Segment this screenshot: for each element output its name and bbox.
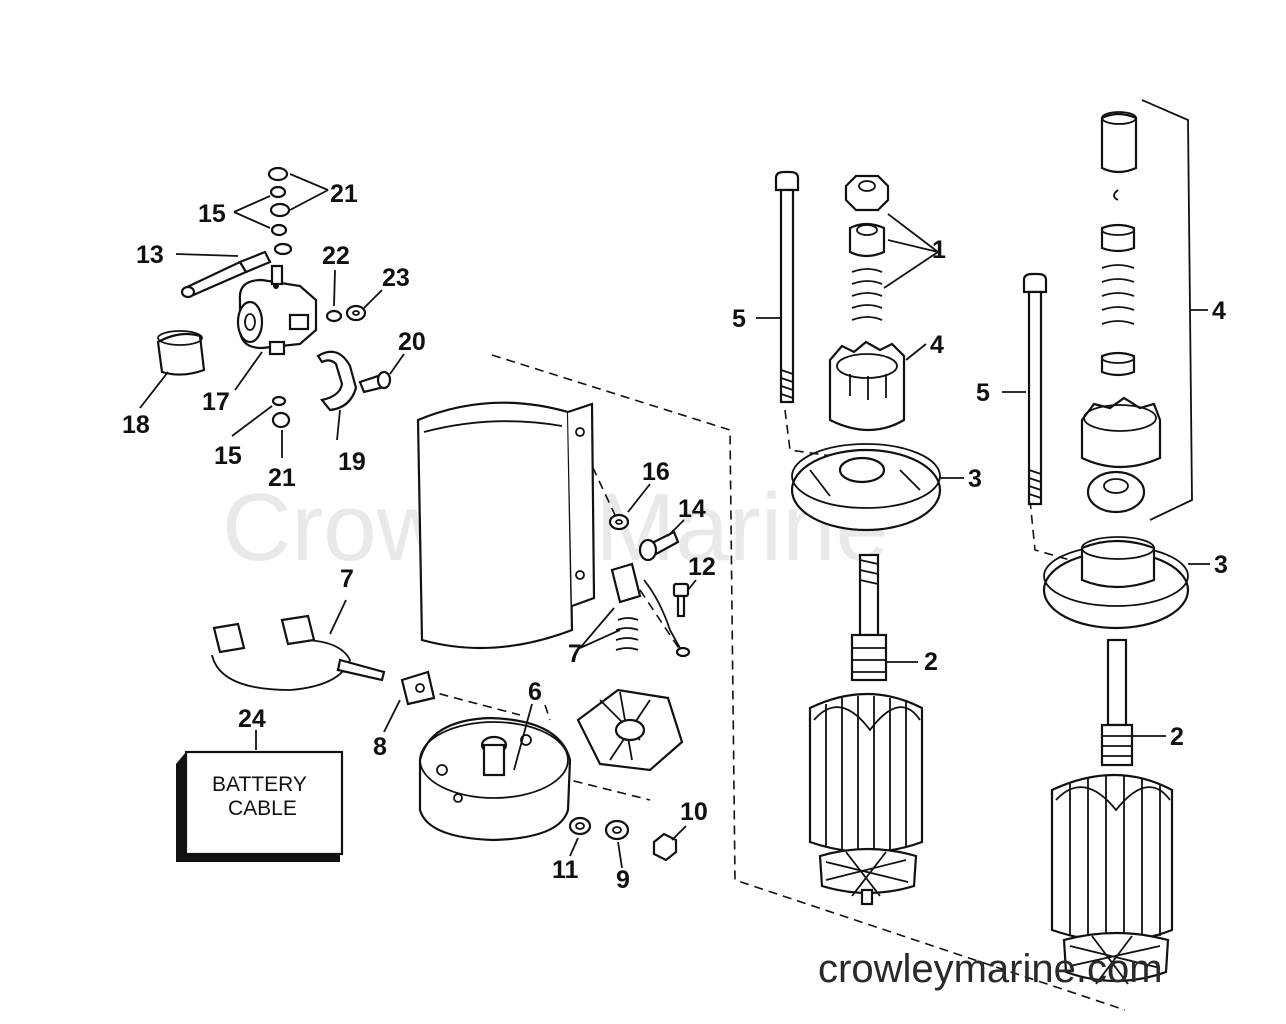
callout-21-top: 21: [330, 180, 358, 208]
callout-15-bottom: 15: [214, 442, 242, 470]
callout-9: 9: [616, 866, 630, 894]
battery-cable-label-line2: CABLE: [228, 797, 297, 820]
callout-16: 16: [642, 458, 670, 486]
site-watermark-label: crowleymarine.com: [818, 947, 1163, 991]
brush-plate: [576, 688, 684, 772]
washer-11: [568, 816, 592, 836]
lower-lockwasher-nut: [271, 395, 291, 429]
pinion-gear-right: [1080, 396, 1162, 469]
bracket-screw: [358, 370, 392, 394]
callout-13: 13: [136, 241, 164, 269]
end-cap: [418, 716, 572, 842]
callout-14: 14: [678, 495, 706, 523]
callout-2-middle: 2: [924, 648, 938, 676]
callout-23: 23: [382, 264, 410, 292]
drive-end-plate-left: [790, 443, 942, 532]
callout-17: 17: [202, 388, 230, 416]
washer-16: [608, 513, 630, 531]
callout-6: 6: [528, 678, 542, 706]
brush-lead-assembly: [211, 614, 386, 691]
callout-2-right: 2: [1170, 723, 1184, 751]
nut-23: [345, 304, 367, 322]
callout-3-right: 3: [1214, 551, 1228, 579]
callout-20: 20: [398, 328, 426, 356]
solenoid-hardware-stack: [267, 166, 293, 256]
callout-10: 10: [680, 798, 708, 826]
terminal-stud: [180, 250, 272, 299]
callout-1: 1: [932, 236, 946, 264]
callout-15-top: 15: [198, 200, 226, 228]
screw-12: [672, 582, 690, 618]
callout-7-left: 7: [340, 565, 354, 593]
armature-left: [808, 553, 924, 906]
battery-cable-box: [176, 750, 344, 862]
brush-spring-set: [610, 562, 691, 658]
callout-11: 11: [552, 856, 579, 884]
mounting-bracket: [316, 350, 358, 412]
callout-22: 22: [322, 242, 350, 270]
callout-4-middle: 4: [930, 331, 944, 359]
solenoid: [236, 264, 318, 356]
callout-5-middle: 5: [732, 305, 746, 333]
callout-12: 12: [688, 553, 716, 581]
washer-9: [604, 819, 630, 841]
battery-cable-label-line1: BATTERY: [212, 773, 307, 796]
pinion-gear-left: [828, 340, 906, 431]
callout-19: 19: [338, 448, 366, 476]
callout-7-right: 7: [568, 640, 582, 668]
drive-nut-stack: [844, 174, 890, 321]
callout-24: 24: [238, 705, 266, 733]
callout-21-bottom: 21: [268, 464, 296, 492]
leader-lines: [139, 173, 1210, 869]
callout-18: 18: [122, 411, 150, 439]
armature-right: [1050, 638, 1174, 985]
spacer-right: [1086, 470, 1146, 514]
through-bolt-left: [774, 170, 800, 404]
brush-holder-8: [400, 670, 436, 706]
nut-10: [652, 832, 678, 862]
drive-end-plate-right: [1042, 536, 1190, 630]
washer-22: [325, 309, 343, 323]
callout-8: 8: [373, 733, 387, 761]
through-bolt-right: [1022, 272, 1048, 506]
boot: [156, 330, 206, 376]
field-frame: [416, 401, 596, 650]
callout-4-right: 4: [1212, 297, 1226, 325]
screw-14: [638, 530, 680, 562]
callout-labels: 1 2 2 3 3 4 4 5 5 6 7 7 8 9 10 11 12 13 …: [122, 180, 1228, 894]
drive-stack-right: [1100, 111, 1138, 377]
callout-5-right: 5: [976, 379, 990, 407]
callout-3-middle: 3: [968, 465, 982, 493]
